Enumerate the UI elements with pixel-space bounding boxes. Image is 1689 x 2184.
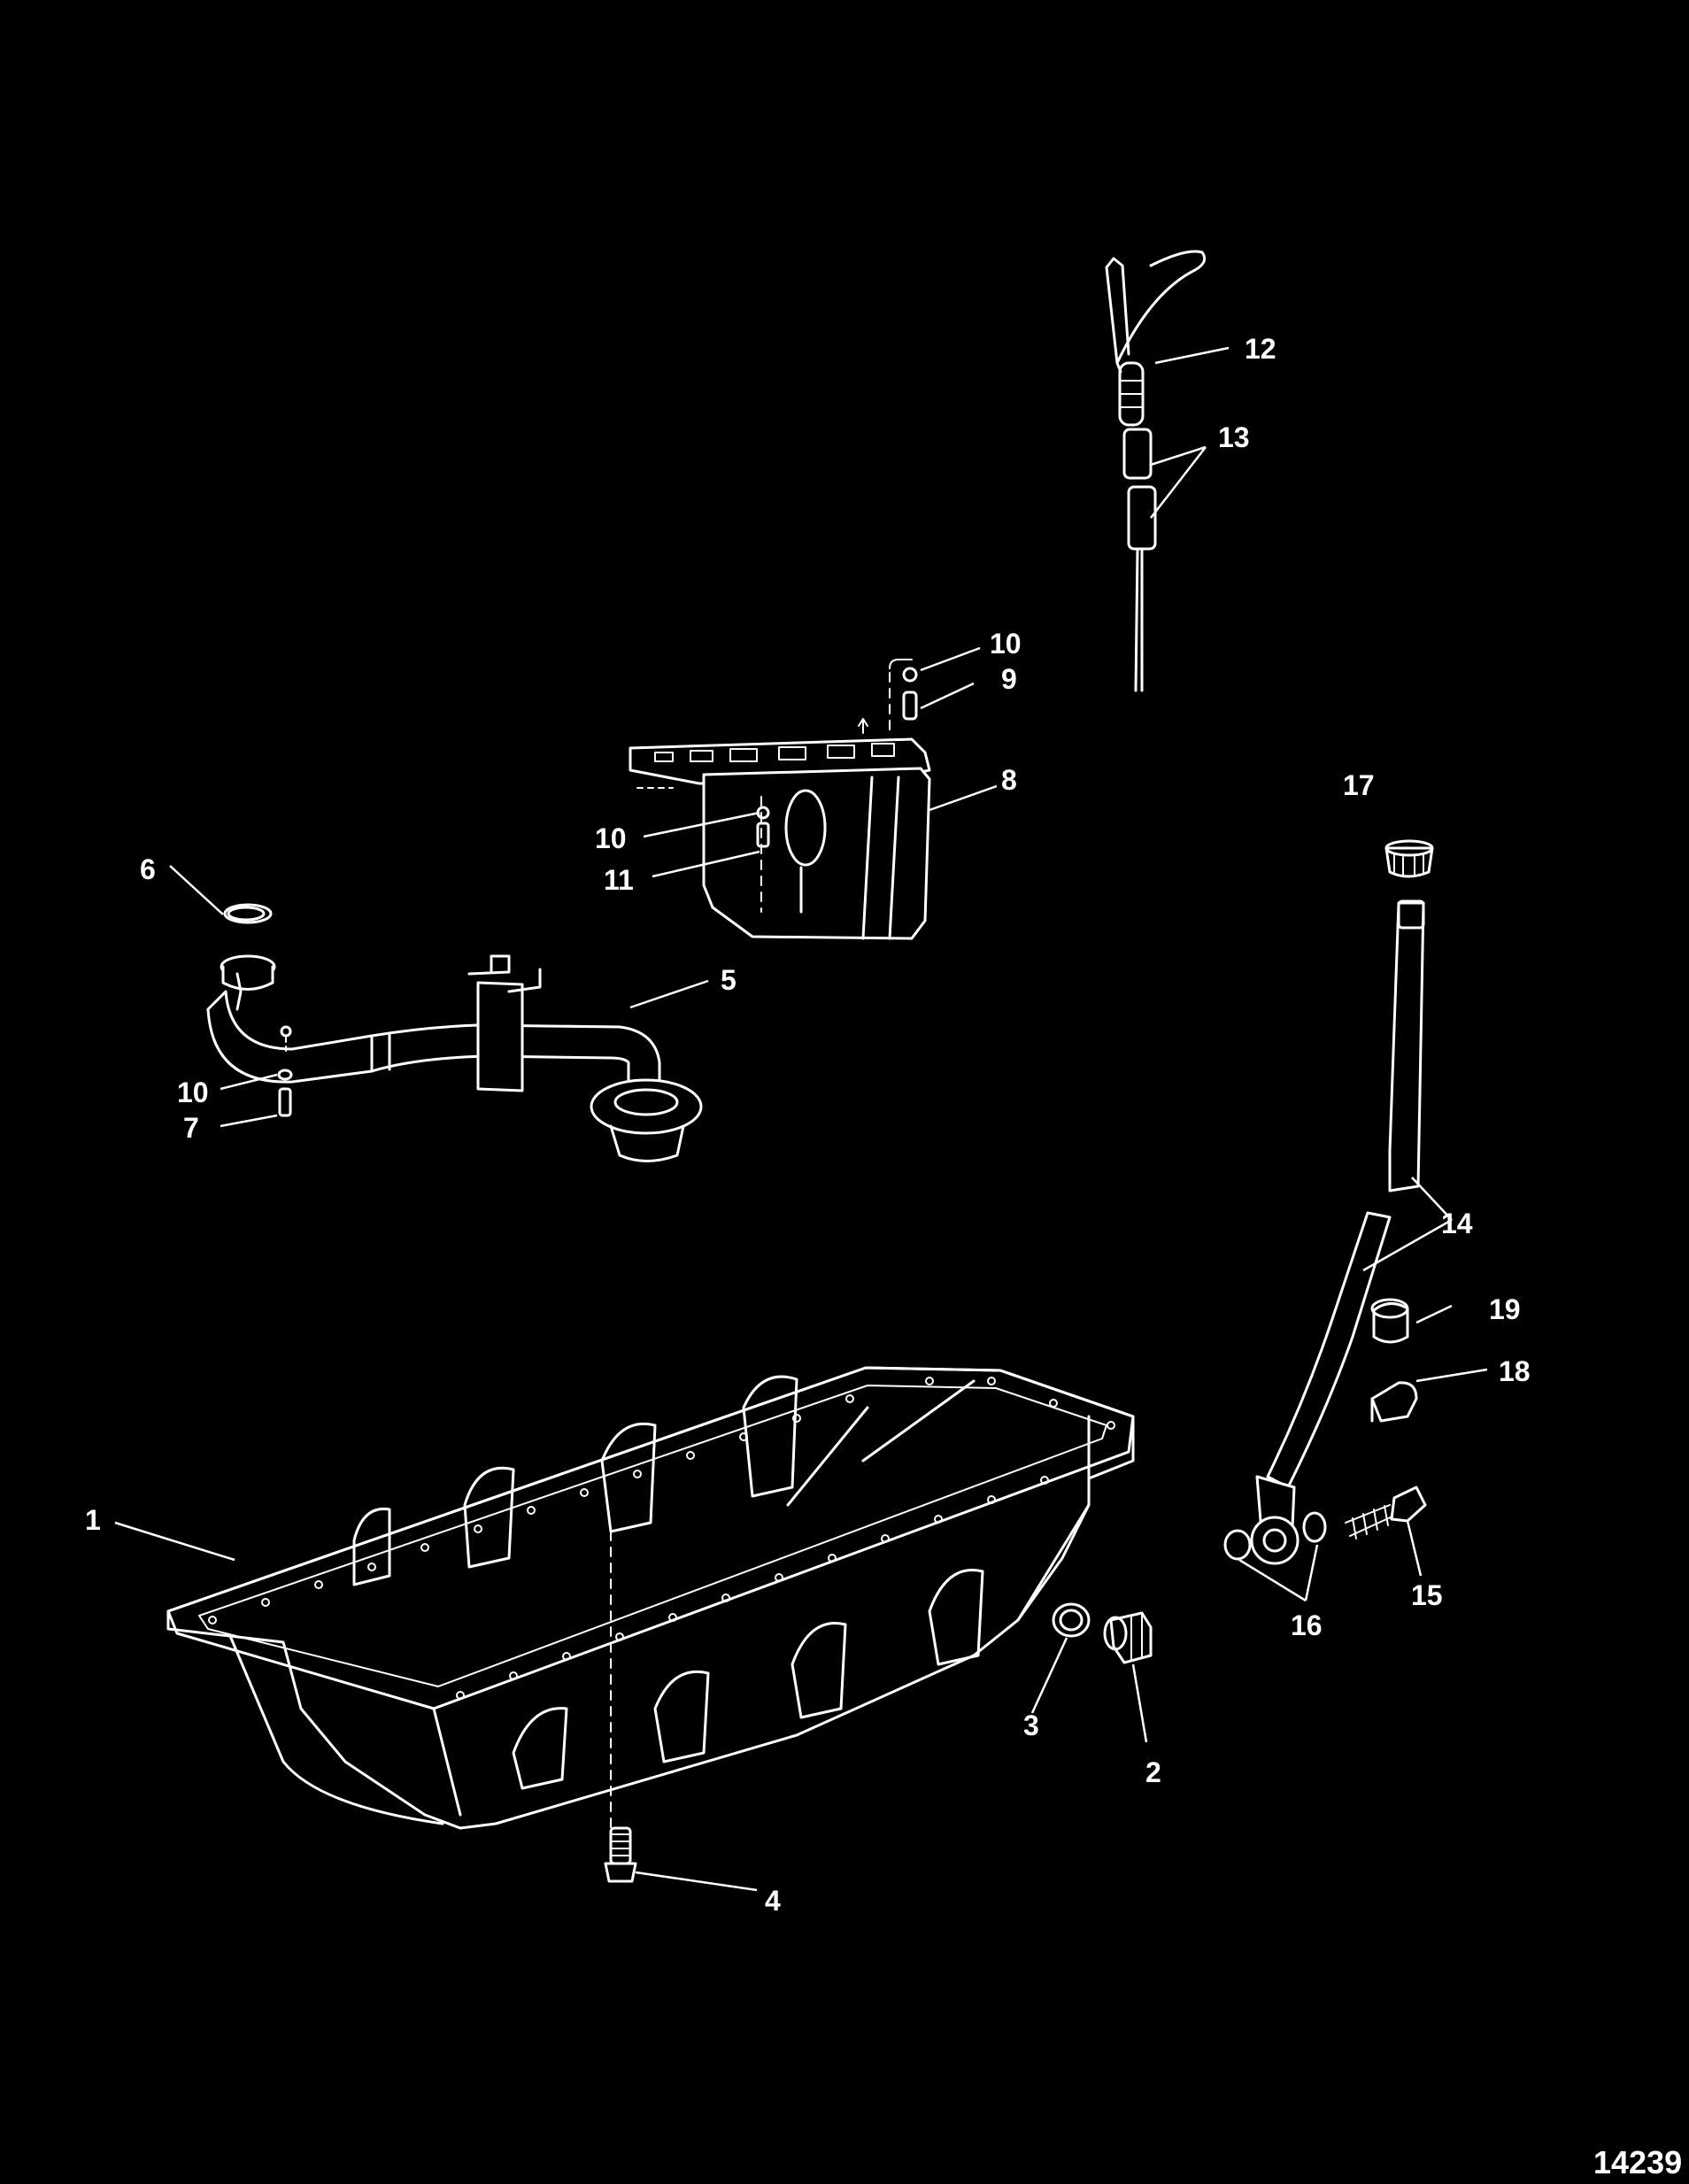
leader-3 bbox=[1030, 1637, 1068, 1714]
leader-6 bbox=[169, 865, 224, 915]
leader-16 bbox=[1238, 1544, 1319, 1602]
leader-18 bbox=[1415, 1368, 1488, 1383]
callout-19: 19 bbox=[1489, 1293, 1521, 1325]
leader-19 bbox=[1415, 1304, 1453, 1324]
leader-13 bbox=[1150, 445, 1207, 519]
callout-10-middle: 10 bbox=[595, 822, 627, 854]
callout-15: 15 bbox=[1411, 1579, 1443, 1611]
callout-10-upper: 10 bbox=[990, 628, 1022, 660]
callout-labels: 12 13 10 9 8 10 11 17 6 5 10 7 14 19 18 … bbox=[85, 333, 1531, 1917]
leader-1 bbox=[114, 1521, 235, 1562]
callout-12: 12 bbox=[1245, 333, 1276, 365]
leader-10b bbox=[643, 811, 760, 838]
callout-8: 8 bbox=[1001, 764, 1017, 796]
callout-3: 3 bbox=[1023, 1709, 1039, 1741]
leader-9 bbox=[920, 682, 975, 710]
oil-pan bbox=[166, 1366, 1135, 1860]
oil-pickup-tube bbox=[206, 903, 703, 1162]
leader-lines bbox=[114, 346, 1488, 1892]
callout-5: 5 bbox=[721, 964, 737, 996]
callout-2: 2 bbox=[1145, 1756, 1161, 1788]
callout-10-lower: 10 bbox=[177, 1077, 209, 1108]
leader-14 bbox=[1362, 1177, 1453, 1272]
pan-bolt bbox=[604, 1826, 637, 1883]
leader-4 bbox=[635, 1871, 758, 1892]
leader-10c bbox=[220, 1073, 278, 1091]
callout-16: 16 bbox=[1291, 1609, 1323, 1641]
figure-number: 14239 bbox=[1593, 2144, 1682, 2180]
dipstick bbox=[1105, 250, 1207, 692]
leader-5 bbox=[629, 979, 709, 1009]
drain-plug bbox=[1052, 1602, 1153, 1664]
callout-11: 11 bbox=[604, 864, 634, 896]
callout-7: 7 bbox=[183, 1112, 199, 1144]
callout-4: 4 bbox=[765, 1885, 781, 1917]
leader-15 bbox=[1406, 1520, 1423, 1577]
banjo-fitting bbox=[1223, 1486, 1427, 1565]
clip-and-grommet bbox=[1370, 1298, 1418, 1423]
callout-1: 1 bbox=[85, 1504, 101, 1536]
dipstick-tube bbox=[1255, 839, 1434, 1533]
callout-6: 6 bbox=[140, 853, 156, 885]
callout-13: 13 bbox=[1218, 421, 1250, 453]
baffle-assembly bbox=[629, 659, 931, 940]
leader-10a bbox=[920, 646, 981, 672]
leader-7 bbox=[220, 1114, 278, 1128]
leader-12 bbox=[1154, 346, 1230, 365]
leader-2 bbox=[1131, 1663, 1148, 1743]
leader-11 bbox=[652, 850, 760, 878]
callout-9: 9 bbox=[1001, 663, 1017, 695]
callout-17: 17 bbox=[1343, 769, 1375, 801]
callout-14: 14 bbox=[1441, 1208, 1473, 1239]
leader-8 bbox=[929, 784, 998, 812]
callout-18: 18 bbox=[1499, 1355, 1531, 1387]
